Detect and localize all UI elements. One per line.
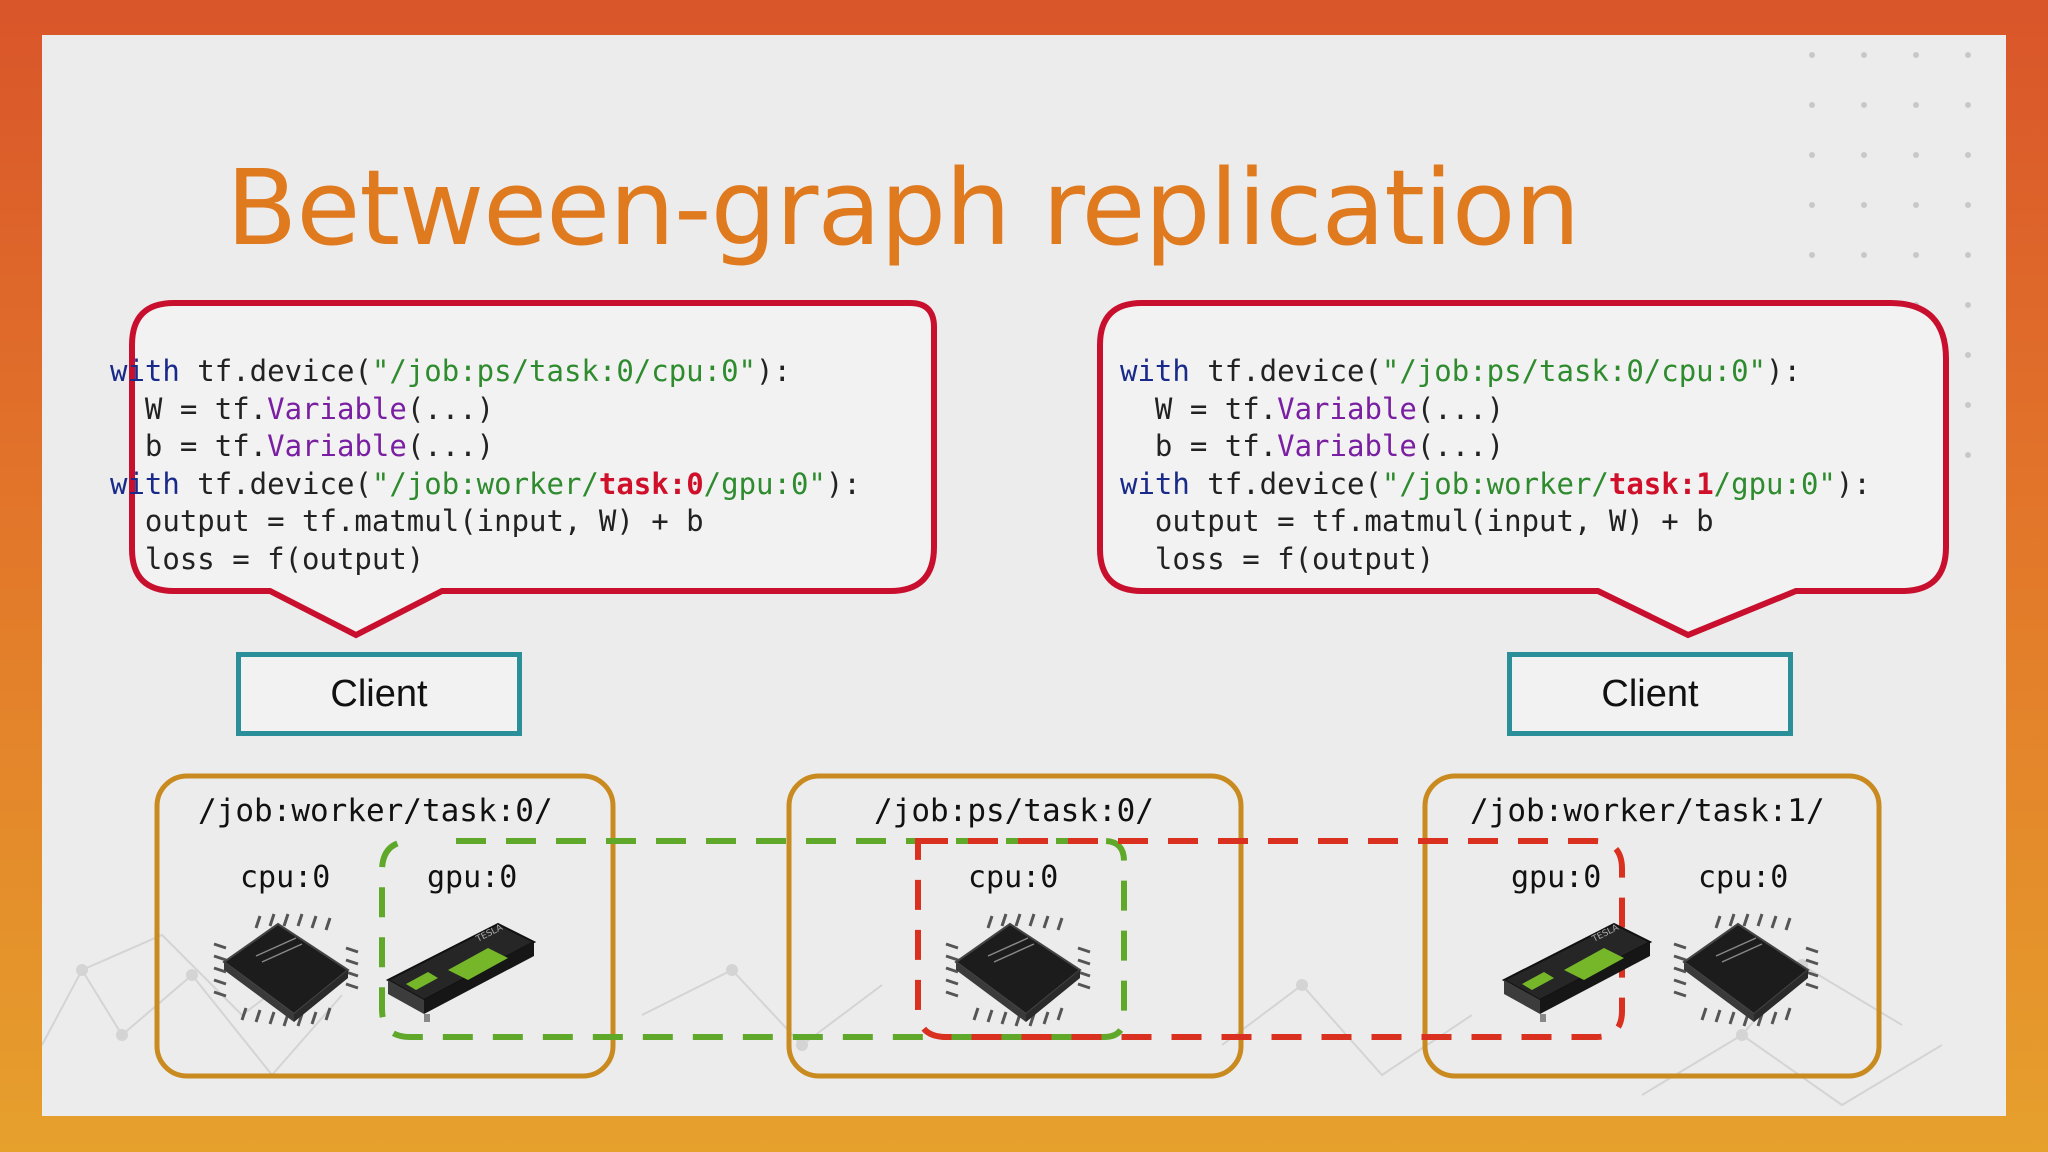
grid-dot <box>1913 152 1919 158</box>
code-keyword: with <box>1120 354 1190 388</box>
grid-dot <box>1965 452 1971 458</box>
code-string: "/job:worker/ <box>1381 466 1609 501</box>
slide: TESLA <box>42 35 2006 1116</box>
code-text: tf.device( <box>1189 466 1382 501</box>
code-text: W = tf. <box>110 391 268 426</box>
cpu-chip-icon <box>1672 912 1820 1028</box>
grid-dot <box>1965 252 1971 258</box>
grid-dot <box>1965 352 1971 358</box>
code-text: ): <box>756 354 791 388</box>
left-speech-bubble <box>129 300 937 639</box>
grid-dot <box>1809 152 1815 158</box>
code-text: W = tf. <box>1120 391 1278 426</box>
slide-title: Between-graph replication <box>226 147 1580 269</box>
grid-dot <box>1965 52 1971 58</box>
code-string: "/job:ps/task:0/cpu:0" <box>1381 354 1767 388</box>
grid-dot <box>1809 252 1815 258</box>
code-text: tf.device( <box>1189 354 1382 388</box>
grid-dot <box>1809 52 1815 58</box>
code-string: "/job:ps/task:0/cpu:0" <box>371 354 757 388</box>
right-speech-bubble <box>1097 300 1949 639</box>
left-code-block: with tf.device("/job:ps/task:0/cpu:0"): … <box>110 353 861 578</box>
client-box-left: Client <box>236 652 522 736</box>
job-box-worker1 <box>1422 773 1882 1079</box>
cpu-chip-icon <box>944 912 1092 1028</box>
right-code-block: with tf.device("/job:ps/task:0/cpu:0"): … <box>1120 353 1871 578</box>
code-text: output = tf.matmul(input, W) + b <box>1120 504 1714 538</box>
gpu-card-icon <box>387 921 535 1023</box>
grid-dot <box>1913 102 1919 108</box>
device-label-gpu: gpu:0 <box>427 860 518 895</box>
device-label-cpu: cpu:0 <box>240 860 331 895</box>
green-dashed-link <box>379 838 1127 1040</box>
device-label-gpu: gpu:0 <box>1511 860 1602 895</box>
code-text: loss = f(output) <box>110 541 425 576</box>
grid-dot <box>1965 202 1971 208</box>
gpu-card-icon <box>1503 921 1651 1023</box>
code-text: (...) <box>406 429 495 463</box>
code-string: /gpu:0" <box>703 466 826 501</box>
grid-dot <box>1913 252 1919 258</box>
job-label-worker1: /job:worker/task:1/ <box>1470 793 1825 829</box>
code-function: Variable <box>1277 391 1417 426</box>
code-text: tf.device( <box>179 466 372 501</box>
code-highlight: task:0 <box>598 466 704 501</box>
grid-dot <box>1861 52 1867 58</box>
grid-dot <box>1861 252 1867 258</box>
code-text: (...) <box>1416 429 1505 463</box>
grid-dot <box>1965 302 1971 308</box>
red-dashed-link <box>915 838 1625 1040</box>
code-text: ): <box>825 466 861 501</box>
code-text: (...) <box>406 391 495 426</box>
client-box-right: Client <box>1507 652 1793 736</box>
code-keyword: with <box>1120 466 1190 501</box>
grid-dot <box>1809 202 1815 208</box>
grid-dot <box>1861 152 1867 158</box>
slide-graphics: TESLA <box>42 52 1971 1107</box>
code-function: Variable <box>267 391 407 426</box>
grid-dot <box>1965 402 1971 408</box>
grid-dot <box>1913 202 1919 208</box>
code-function: Variable <box>267 429 407 463</box>
device-label-cpu: cpu:0 <box>968 860 1059 895</box>
job-box-worker0 <box>154 773 616 1079</box>
device-label-cpu: cpu:0 <box>1698 860 1789 895</box>
code-text: b = tf. <box>1120 429 1278 463</box>
grid-dot <box>1861 102 1867 108</box>
job-label-ps0: /job:ps/task:0/ <box>874 793 1154 829</box>
code-text: loss = f(output) <box>1120 541 1435 576</box>
grid-dot <box>1809 102 1815 108</box>
job-label-worker0: /job:worker/task:0/ <box>198 793 553 829</box>
code-text: b = tf. <box>110 429 268 463</box>
code-text: (...) <box>1416 391 1505 426</box>
code-text: output = tf.matmul(input, W) + b <box>110 504 704 538</box>
code-text: ): <box>1835 466 1871 501</box>
code-string: "/job:worker/ <box>371 466 599 501</box>
code-text: ): <box>1766 354 1801 388</box>
code-text: tf.device( <box>179 354 372 388</box>
grid-dot <box>1861 202 1867 208</box>
code-highlight: task:1 <box>1608 466 1714 501</box>
grid-dot <box>1913 52 1919 58</box>
code-function: Variable <box>1277 429 1417 463</box>
job-box-ps0 <box>786 773 1244 1079</box>
code-keyword: with <box>110 466 180 501</box>
grid-dot <box>1965 102 1971 108</box>
code-string: /gpu:0" <box>1713 466 1836 501</box>
grid-dot <box>1965 152 1971 158</box>
code-keyword: with <box>110 354 180 388</box>
